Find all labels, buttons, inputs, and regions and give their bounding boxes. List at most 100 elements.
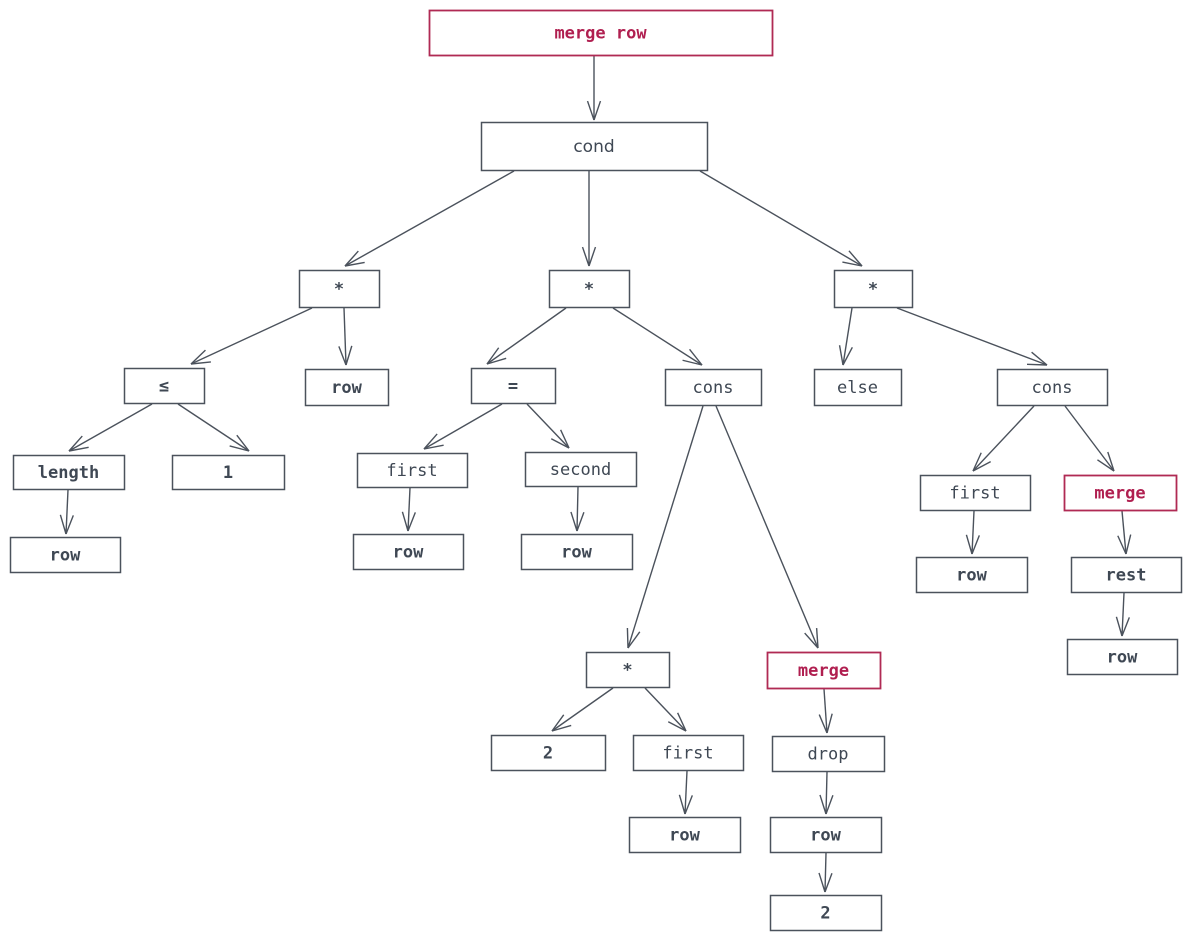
- node-label: row: [50, 546, 81, 566]
- node-box[interactable]: [771, 735, 886, 773]
- tree-node-row[interactable]: row: [1066, 638, 1179, 676]
- tree-node-row[interactable]: row: [628, 816, 742, 854]
- node-label: else: [837, 378, 878, 398]
- node-label: first: [386, 461, 437, 481]
- node-box[interactable]: [585, 651, 671, 689]
- tree-node-rest[interactable]: rest: [1070, 556, 1183, 594]
- node-box[interactable]: [520, 533, 634, 571]
- arrow-head: [229, 445, 250, 452]
- tree-node-length[interactable]: length: [12, 454, 126, 491]
- tree-node-[interactable]: *: [548, 269, 631, 309]
- tree-edge: [570, 486, 585, 532]
- node-box[interactable]: [813, 368, 903, 407]
- tree-node-row[interactable]: row: [915, 556, 1029, 594]
- node-box[interactable]: [632, 734, 745, 772]
- tree-node-cond[interactable]: cond: [480, 121, 709, 172]
- node-label: row: [956, 566, 987, 586]
- node-box[interactable]: [171, 454, 286, 491]
- tree-node-else[interactable]: else: [813, 368, 903, 407]
- arrow-head: [1115, 616, 1123, 637]
- node-box[interactable]: [833, 269, 914, 309]
- node-label: *: [584, 280, 594, 300]
- node-box[interactable]: [480, 121, 709, 172]
- tree-node-row[interactable]: row: [352, 533, 465, 571]
- arrow-head: [344, 261, 365, 267]
- tree-edge: [486, 307, 567, 365]
- tree-node-merge[interactable]: merge: [1063, 474, 1178, 512]
- node-box[interactable]: [769, 816, 883, 854]
- tree-node-1[interactable]: 1: [171, 454, 286, 491]
- arrow-head: [684, 795, 694, 815]
- tree-node-row[interactable]: row: [9, 536, 122, 574]
- tree-node-first[interactable]: first: [919, 474, 1032, 512]
- node-label: 2: [543, 744, 553, 764]
- tree-edge: [59, 489, 74, 535]
- arrow-head: [842, 261, 863, 267]
- node-box[interactable]: [915, 556, 1029, 594]
- node-box[interactable]: [352, 533, 465, 571]
- node-box[interactable]: [470, 367, 557, 405]
- node-box[interactable]: [428, 9, 774, 57]
- arrow-head: [407, 512, 417, 532]
- nodes-layer: merge row cond * * * ≤ row = cons else cons length 1…: [9, 9, 1183, 932]
- tree-node-cons[interactable]: cons: [996, 368, 1109, 407]
- node-box[interactable]: [298, 269, 381, 309]
- node-box[interactable]: [628, 816, 742, 854]
- node-box[interactable]: [766, 651, 882, 690]
- node-box[interactable]: [9, 536, 122, 574]
- tree-node-cons[interactable]: cons: [664, 368, 763, 407]
- tree-node-merge-row[interactable]: merge row: [428, 9, 774, 57]
- arrow-head: [971, 535, 981, 555]
- tree-edge: [644, 687, 687, 732]
- tree-node-[interactable]: =: [470, 367, 557, 405]
- tree-edge: [1064, 405, 1115, 472]
- node-label: merge: [798, 661, 849, 681]
- tree-node-[interactable]: ≤: [123, 367, 206, 405]
- node-box[interactable]: [490, 734, 607, 772]
- arrow-head: [804, 632, 819, 649]
- tree-edge: [526, 403, 570, 449]
- tree-node-2[interactable]: 2: [769, 894, 883, 932]
- tree-edge: [586, 55, 602, 121]
- arrow-head: [1125, 534, 1132, 555]
- arrow-head: [1107, 451, 1115, 472]
- node-box[interactable]: [356, 452, 469, 489]
- tree-edge: [838, 307, 853, 366]
- tree-node-[interactable]: *: [833, 269, 914, 309]
- node-box[interactable]: [996, 368, 1109, 407]
- arrow-head: [689, 348, 703, 366]
- node-label: merge: [1094, 484, 1145, 504]
- node-label: row: [1107, 648, 1138, 668]
- tree-node-first[interactable]: first: [356, 452, 469, 489]
- node-box[interactable]: [919, 474, 1032, 512]
- tree-node-drop[interactable]: drop: [771, 735, 886, 773]
- node-box[interactable]: [304, 368, 390, 407]
- node-box[interactable]: [1063, 474, 1178, 512]
- tree-edge: [972, 405, 1035, 472]
- tree-node-[interactable]: *: [585, 651, 671, 689]
- tree-node-merge[interactable]: merge: [766, 651, 882, 690]
- tree-edge: [699, 170, 863, 267]
- node-label: first: [662, 744, 713, 764]
- node-box[interactable]: [1066, 638, 1179, 676]
- node-box[interactable]: [664, 368, 763, 407]
- tree-node-row[interactable]: row: [769, 816, 883, 854]
- node-box[interactable]: [12, 454, 126, 491]
- arrow-head: [676, 712, 687, 732]
- node-box[interactable]: [1070, 556, 1183, 594]
- tree-node-first[interactable]: first: [632, 734, 745, 772]
- node-box[interactable]: [524, 451, 638, 488]
- tree-node-row[interactable]: row: [304, 368, 390, 407]
- node-box[interactable]: [769, 894, 883, 932]
- arrow-head: [667, 721, 687, 732]
- tree-node-second[interactable]: second: [524, 451, 638, 488]
- node-box[interactable]: [123, 367, 206, 405]
- tree-node-[interactable]: *: [298, 269, 381, 309]
- arrow-head: [551, 724, 572, 732]
- tree-edge: [344, 170, 515, 267]
- node-box[interactable]: [548, 269, 631, 309]
- tree-node-2[interactable]: 2: [490, 734, 607, 772]
- arrow-head: [626, 627, 629, 649]
- node-label: length: [38, 463, 99, 483]
- tree-node-row[interactable]: row: [520, 533, 634, 571]
